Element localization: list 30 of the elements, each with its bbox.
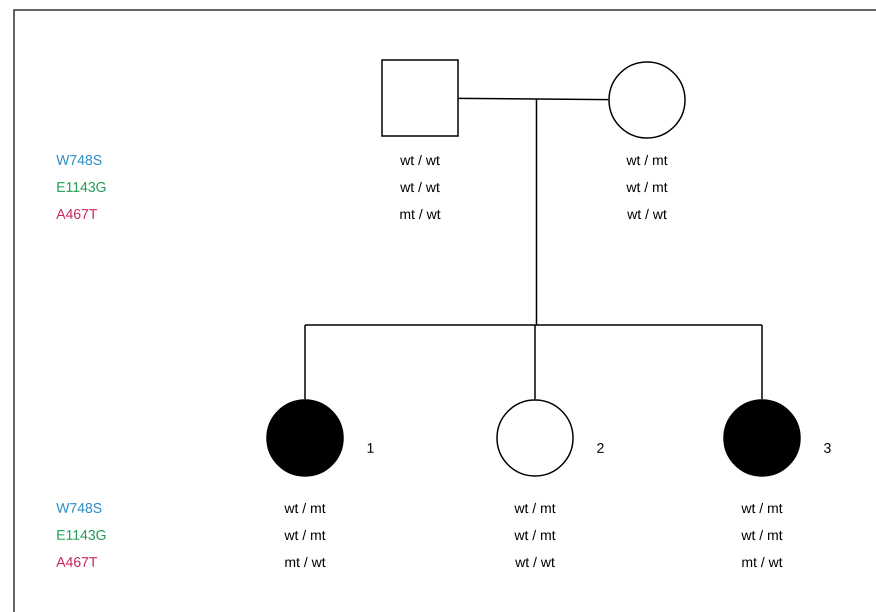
mutation-label: A467T	[56, 557, 98, 567]
genotype-text: wt / mt	[514, 530, 556, 540]
mutation-label: E1143G	[57, 530, 106, 540]
genotype-text: mt / wt	[285, 556, 326, 568]
genotype-text: wt / mt	[514, 502, 556, 514]
pedigree-lines	[304, 98, 763, 400]
genotype-text: wt / mt	[284, 502, 326, 514]
genotype-text: wt / mt	[626, 154, 668, 166]
genotype-text: wt / wt	[515, 556, 555, 568]
mutation-label: W748S	[56, 503, 102, 513]
female-circle	[496, 399, 574, 477]
genotype-text: wt / mt	[741, 530, 782, 540]
genotype-text: wt / wt	[400, 154, 440, 166]
genotype-text: wt / mt	[284, 530, 326, 540]
individual-number: 1	[368, 443, 374, 453]
female-circle	[608, 61, 686, 139]
individual-number: 2	[597, 443, 604, 453]
genotype-text: wt / wt	[400, 182, 440, 192]
male-square	[381, 59, 459, 137]
genotype-text: mt / wt	[400, 208, 441, 220]
genotype-text: wt / mt	[626, 182, 668, 192]
individual-number: 3	[824, 443, 831, 453]
genotype-text: wt / wt	[627, 208, 667, 220]
genotype-text: mt / wt	[742, 556, 782, 568]
mutation-label: E1143G	[57, 182, 106, 192]
mutation-label: W748S	[56, 155, 102, 165]
mutation-label: A467T	[56, 209, 98, 219]
affected-symbol	[723, 399, 801, 477]
genotype-text: wt / mt	[741, 502, 782, 514]
affected-symbol	[266, 399, 344, 477]
